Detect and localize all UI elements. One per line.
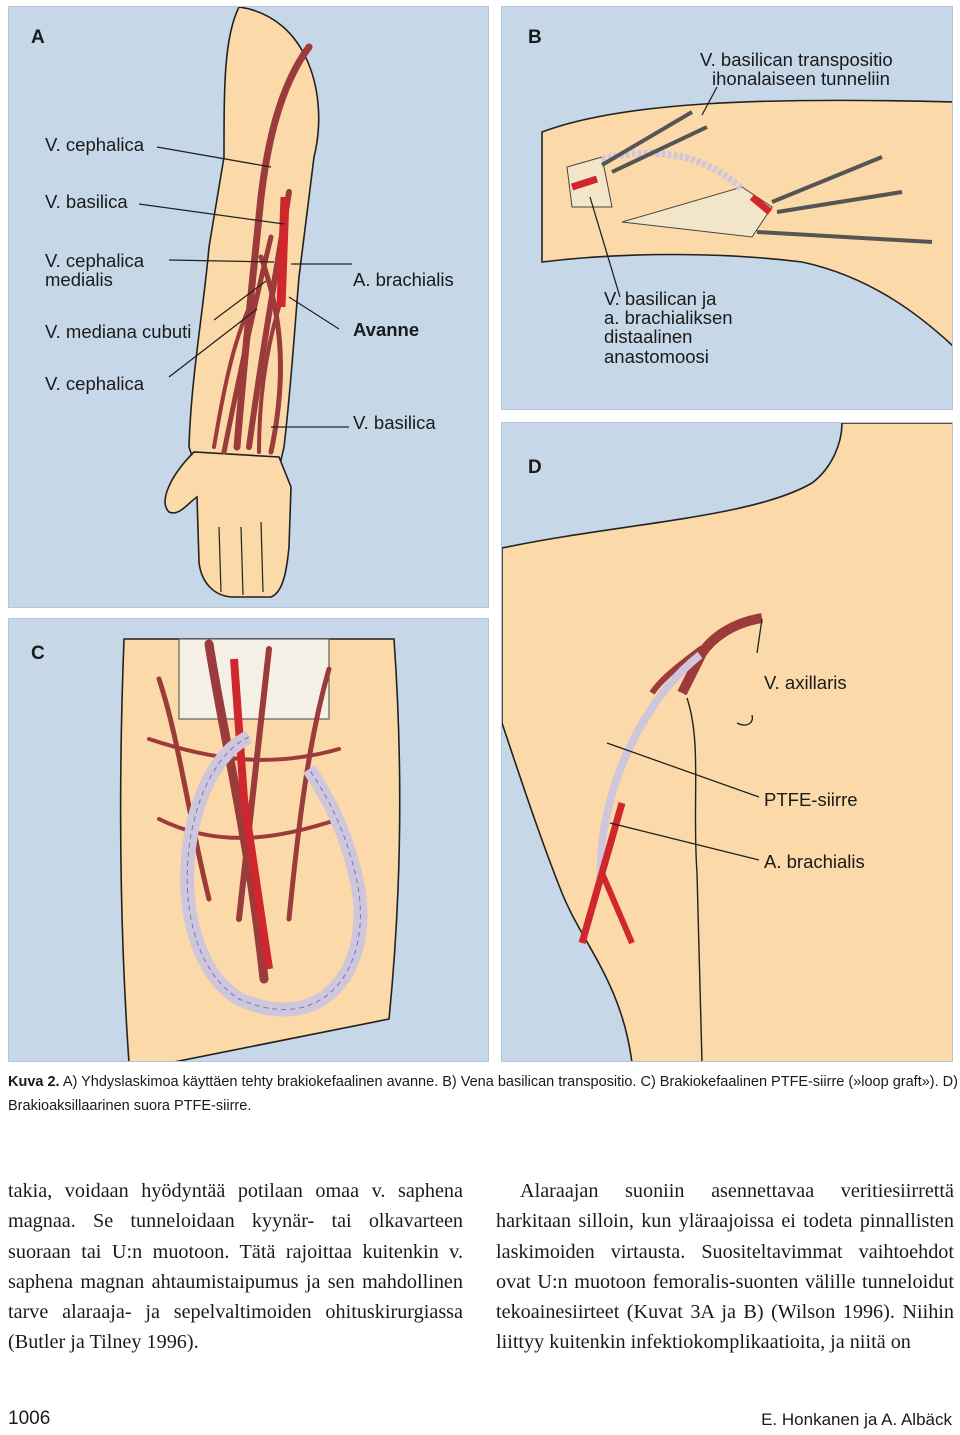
label-v-basilica-bottom: V. basilica (353, 412, 436, 433)
figure-caption: Kuva 2. A) Yhdyslaskimoa käyttäen tehty … (8, 1070, 958, 1118)
label-v-basilica-left: V. basilica (45, 191, 128, 212)
caption-text: A) Yhdyslaskimoa käyttäen tehty brakioke… (8, 1074, 958, 1114)
label-b-title-1: V. basilican transpositio (700, 49, 893, 70)
label-v-axillaris: V. axillaris (764, 672, 847, 693)
arm-illustration-a (138, 7, 352, 598)
label-b-anast-3: distaalinen (604, 326, 693, 347)
caption-label: Kuva 2. (8, 1074, 60, 1090)
label-v-cephalica-medialis-1: V. cephalica (45, 250, 145, 271)
label-b-anast-4: anastomoosi (604, 346, 709, 367)
label-v-cephalica-low: V. cephalica (45, 373, 145, 394)
label-a-brachialis: A. brachialis (353, 269, 454, 290)
body-column-right: Alaraajan suoniin asennettavaa veritiesi… (496, 1176, 954, 1358)
label-b-anast-1: V. basilican ja (604, 288, 717, 309)
panel-c: C (8, 618, 489, 1062)
label-b-anast-2: a. brachialiksen (604, 307, 733, 328)
panel-d: D V. axillaris PTFE-siirre A. brachialis (501, 422, 953, 1062)
label-b-title-2: ihonalaiseen tunneliin (712, 68, 890, 89)
panel-a: A V. cephalica V. basilica V. cephalica … (8, 6, 489, 608)
arm-illustration-b (541, 86, 952, 347)
body-column-left: takia, voidaan hyödyntää potilaan omaa v… (8, 1176, 463, 1358)
panel-b: B V. basilican transpositio ihonalaiseen… (501, 6, 953, 410)
body-paragraph-right: Alaraajan suoniin asennettavaa veritiesi… (496, 1180, 954, 1354)
arm-illustration-d (502, 423, 952, 1061)
panel-a-letter: A (31, 27, 45, 48)
arm-illustration-c (119, 638, 401, 1061)
panel-c-letter: C (31, 643, 45, 664)
panel-d-letter: D (528, 457, 542, 478)
label-a-brachialis-d: A. brachialis (764, 851, 865, 872)
label-avanne: Avanne (353, 319, 420, 340)
page-number: 1006 (8, 1408, 51, 1429)
label-v-cephalica-medialis-2: medialis (45, 269, 113, 290)
footer-authors: E. Honkanen ja A. Albäck (761, 1410, 952, 1429)
body-paragraph-left: takia, voidaan hyödyntää potilaan omaa v… (8, 1180, 463, 1354)
label-ptfe-siirre: PTFE-siirre (764, 789, 858, 810)
panel-b-letter: B (528, 27, 542, 48)
label-v-mediana-cubuti: V. mediana cubuti (45, 321, 192, 342)
label-v-cephalica-top: V. cephalica (45, 134, 145, 155)
